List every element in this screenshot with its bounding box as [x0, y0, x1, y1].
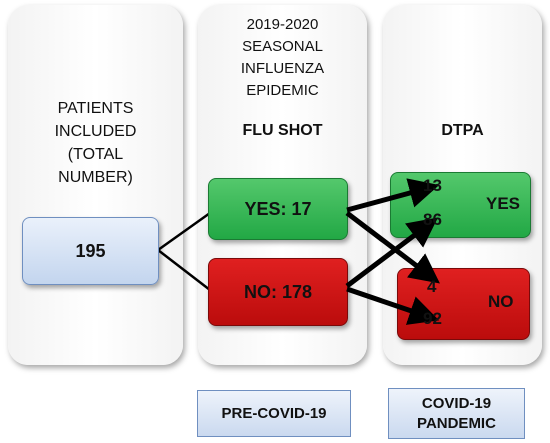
dtpa-no-from-flu-yes: 4: [427, 277, 437, 296]
dtpa-title: DTPA: [441, 122, 484, 139]
patients-included-label: PATIENTS INCLUDED (TOTAL NUMBER): [54, 100, 137, 186]
dtpa-no-label: NO: [488, 292, 514, 311]
dtpa-yes-label: YES: [486, 194, 521, 213]
arrow-overlay-92: [346, 286, 440, 325]
influenza-epidemic-label: 2019-2020 SEASONAL INFLUENZA EPIDEMIC: [240, 16, 325, 99]
dtpa-yes-from-flu-yes: 13: [423, 176, 442, 195]
dtpa-no-from-flu-no: 92: [423, 309, 442, 328]
covid-pandemic-period-box: COVID-19 PANDEMIC: [388, 388, 525, 439]
flu-shot-title: FLU SHOT: [242, 122, 323, 139]
connector-total-to-no: [157, 249, 211, 291]
arrow-overlay-4: [345, 211, 440, 284]
arrow-overlay-86: [345, 217, 438, 288]
connector-total-to-yes: [157, 211, 211, 252]
arrow-overlay-13: [346, 178, 440, 213]
total-patients-box: 195: [22, 217, 159, 285]
patients-panel: [8, 5, 183, 365]
dtpa-yes-from-flu-no: 86: [423, 210, 442, 229]
pre-covid-period-box: PRE-COVID-19: [197, 390, 351, 437]
flu-shot-no-box: NO: 178: [208, 258, 348, 326]
